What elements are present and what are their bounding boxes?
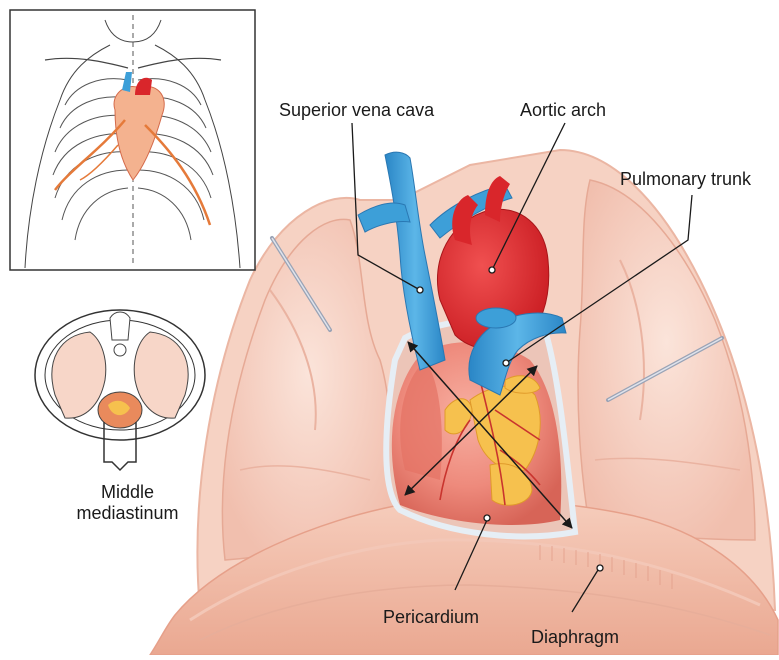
label-pulmonary-trunk: Pulmonary trunk [620, 169, 751, 190]
label-diaphragm: Diaphragm [531, 627, 619, 648]
chest-inset [10, 10, 255, 270]
label-aortic-arch: Aortic arch [520, 100, 606, 121]
label-pericardium: Pericardium [383, 607, 479, 628]
cross-section-inset [35, 310, 205, 470]
label-middle-mediastinum-line2: mediastinum [40, 503, 215, 524]
label-middle-mediastinum: Middle mediastinum [40, 482, 215, 524]
label-middle-mediastinum-line1: Middle [40, 482, 215, 503]
label-superior-vena-cava: Superior vena cava [279, 100, 434, 121]
